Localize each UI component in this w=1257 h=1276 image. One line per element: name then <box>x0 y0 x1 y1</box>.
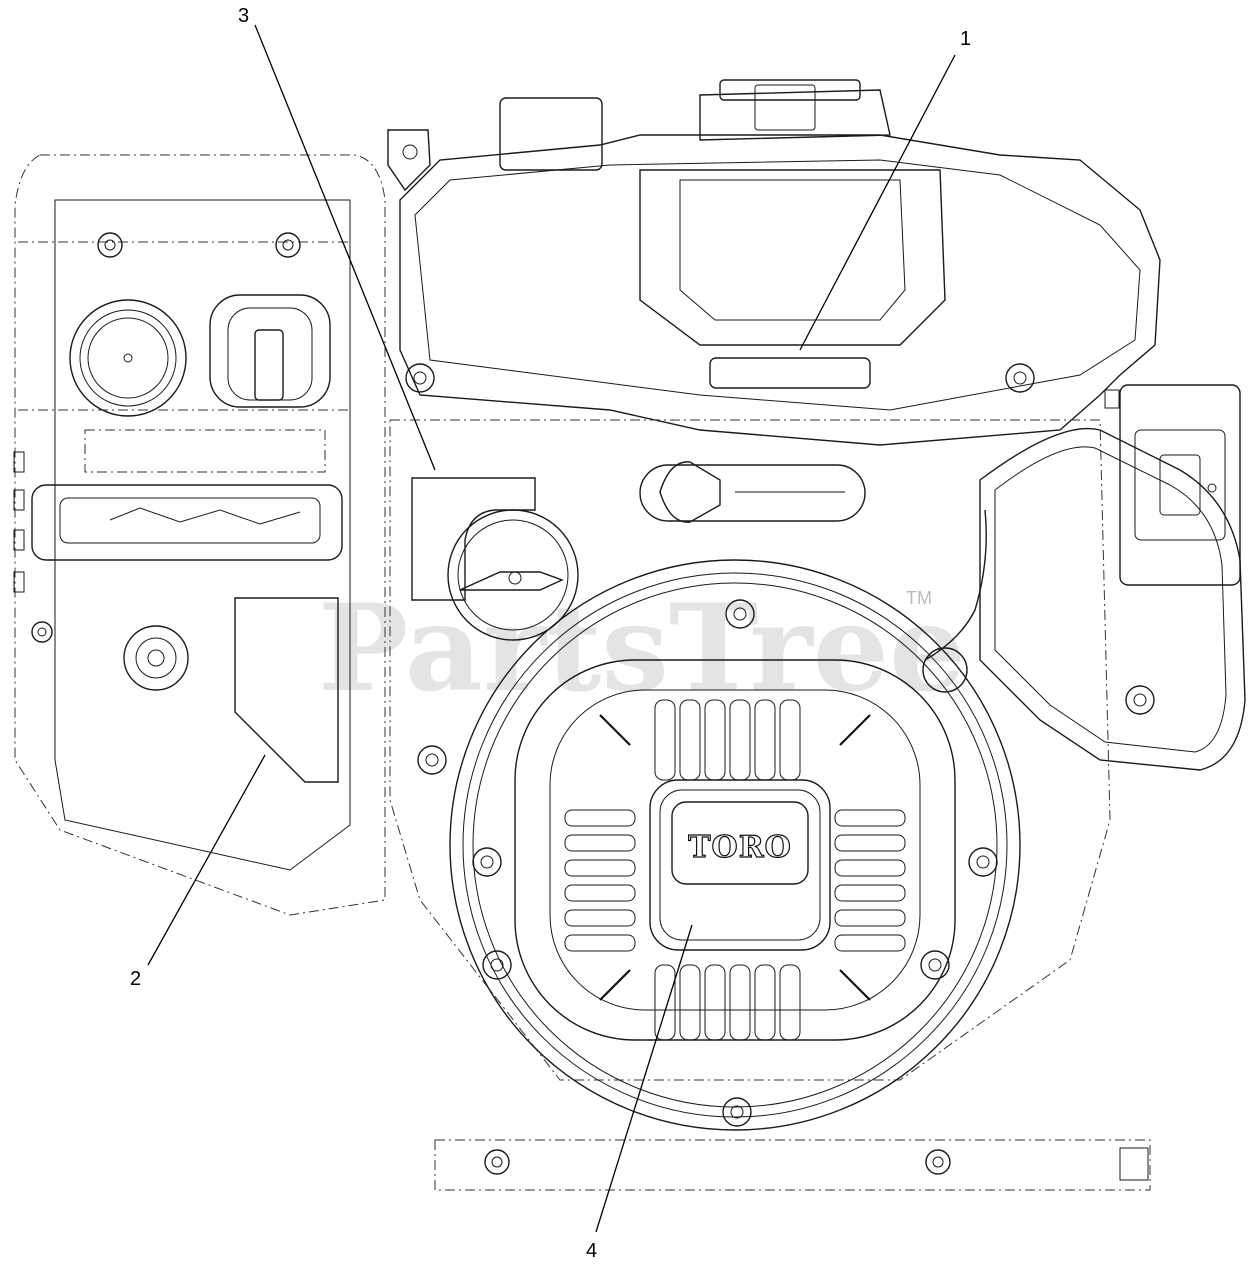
fuel-cap <box>69 299 187 417</box>
side-bolt <box>31 621 53 643</box>
tank-clip <box>13 489 25 511</box>
valve-cover <box>387 79 1161 446</box>
leader-lines <box>147 24 956 1233</box>
toro-badge: TORO <box>649 779 831 951</box>
leader-1 <box>799 54 956 351</box>
watermark: PartsTree TM <box>318 578 965 719</box>
watermark-tm: TM <box>906 588 932 608</box>
tank-clip <box>13 529 25 551</box>
starter-bolt-right <box>968 847 998 877</box>
tank-label-area <box>84 429 326 473</box>
fuel-tank-housing <box>13 154 386 916</box>
engine-block <box>389 419 1111 1081</box>
tank-clip <box>13 451 25 473</box>
starter-vents-left <box>564 809 636 952</box>
starter-cover <box>514 659 956 1041</box>
choke-knob <box>447 509 579 641</box>
engine-base <box>434 1139 1151 1191</box>
block-bolt-mid-left <box>417 745 447 775</box>
block-bolt-bottom-right <box>920 950 950 980</box>
starter-handle <box>922 427 1246 771</box>
leader-3 <box>254 24 436 471</box>
base-nut <box>1119 1147 1149 1181</box>
callout-1: 1 <box>960 28 971 50</box>
watermark-text: PartsTree <box>318 578 965 719</box>
decal-1-area <box>709 357 871 389</box>
recoil-starter: TORO <box>449 559 1021 1131</box>
starter-bolt-left <box>472 847 502 877</box>
starter-vents-right <box>834 809 906 952</box>
starter-vents-bottom <box>654 964 801 1041</box>
decal-2-area <box>234 597 339 783</box>
cover-bolt-right <box>1005 363 1035 393</box>
cover-recess <box>639 169 946 346</box>
tank-lower-bolt <box>123 625 189 691</box>
leader-2 <box>147 754 266 966</box>
leader-4 <box>595 924 693 1233</box>
callout-3: 3 <box>238 5 249 27</box>
base-bolt-right <box>925 1149 951 1175</box>
tank-clip <box>13 571 25 593</box>
lift-tab <box>387 129 431 192</box>
starter-bolt-top <box>725 599 755 629</box>
electric-start-box <box>1104 384 1241 586</box>
bolt-top-right <box>275 232 301 258</box>
callouts: 1 2 3 4 <box>130 5 971 1262</box>
callout-2: 2 <box>130 968 141 990</box>
breather <box>499 97 603 171</box>
fuel-gauge-window <box>31 484 343 561</box>
toro-logo-text: TORO <box>688 830 792 865</box>
cover-bolt-left <box>405 363 435 393</box>
starter-bolt-bottom <box>722 1097 752 1127</box>
base-bolt-left <box>484 1149 510 1175</box>
bolt-top-left <box>97 232 123 258</box>
choke-switch <box>209 294 331 408</box>
callout-4: 4 <box>586 1240 597 1262</box>
primer-bulb <box>639 461 866 523</box>
oil-cap <box>699 79 891 141</box>
